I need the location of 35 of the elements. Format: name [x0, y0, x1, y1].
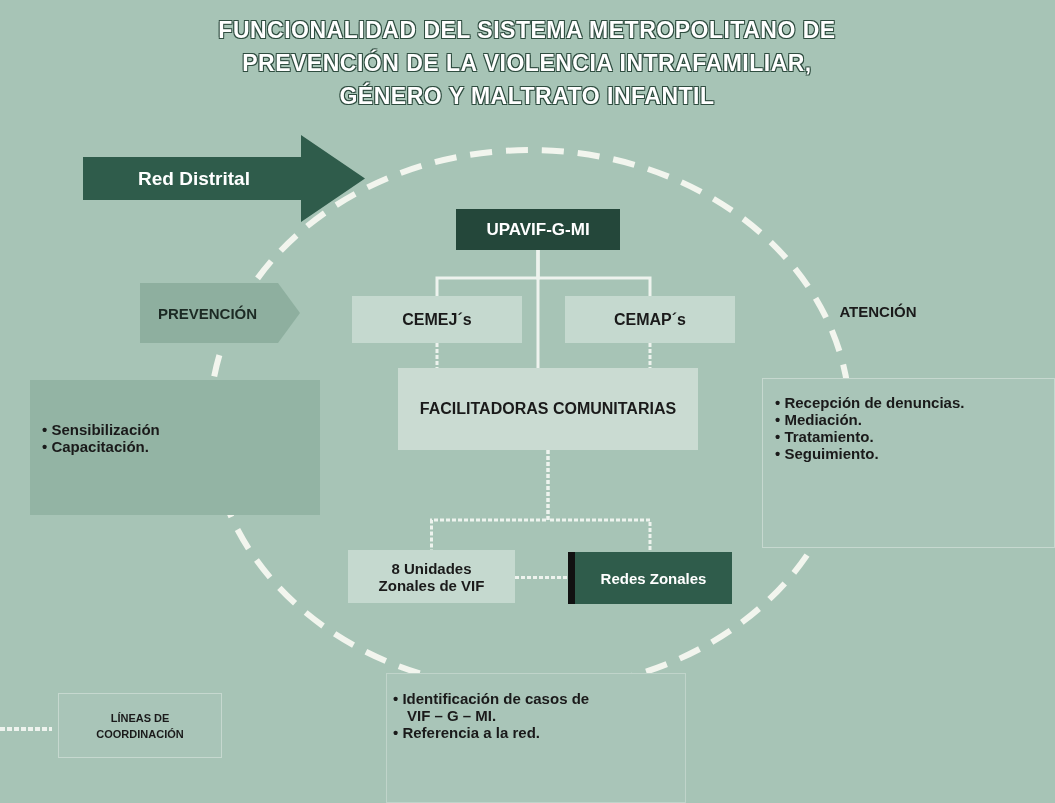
- connector-line: [536, 250, 540, 368]
- bullet-item: • Identificación de casos de VIF – G – MI.: [393, 690, 590, 724]
- org-box: [456, 209, 620, 250]
- connector-line: [648, 343, 652, 368]
- arrow-shape: [140, 283, 300, 343]
- org-box: [348, 550, 515, 603]
- list-panel: [386, 673, 686, 803]
- node-label: ATENCIÓN: [838, 302, 918, 320]
- connector-line: [515, 576, 568, 579]
- node-label: CEMEJ´s: [401, 310, 473, 329]
- node-label: UPAVIF-G-MI: [485, 219, 591, 240]
- bullet-item: • Referencia a la red.: [393, 724, 541, 741]
- node-label: Red Distrital: [137, 167, 251, 190]
- node-label: PREVENCIÓN: [156, 304, 259, 322]
- node-label: 8 Unidades Zonales de VIF: [377, 559, 486, 594]
- bullet-item: • Capacitación.: [42, 437, 150, 455]
- title: FUNCIONALIDAD DEL SISTEMA METROPOLITANO DE PREVENCIÓN DE LA VIOLENCIA INTRAFAMILIAR, GÉNERO Y MALTRATO INFANTIL: [217, 16, 837, 111]
- bullet-item: • Sensibilización: [42, 420, 161, 438]
- node-label: CEMAP´s: [613, 310, 687, 329]
- node-label: Redes Zonales: [599, 569, 708, 587]
- connector-line: [435, 343, 439, 368]
- legend-label: LÍNEAS DE COORDINACIÓN: [95, 710, 185, 742]
- bullet-item: • Seguimiento.: [775, 445, 880, 462]
- org-box: [565, 296, 735, 343]
- org-box: [398, 368, 698, 450]
- org-box: [352, 296, 522, 343]
- list-panel: [30, 380, 320, 515]
- list-panel: [762, 378, 1055, 548]
- arrow-shape: [83, 135, 365, 222]
- org-box: [568, 552, 732, 604]
- bullet-item: • Mediación.: [775, 411, 863, 428]
- bullet-item: • Recepción de denuncias.: [775, 394, 966, 411]
- node-label: FACILITADORAS COMUNITARIAS: [418, 400, 678, 418]
- connector-line: [546, 450, 652, 552]
- bullet-item: • Tratamiento.: [775, 428, 875, 445]
